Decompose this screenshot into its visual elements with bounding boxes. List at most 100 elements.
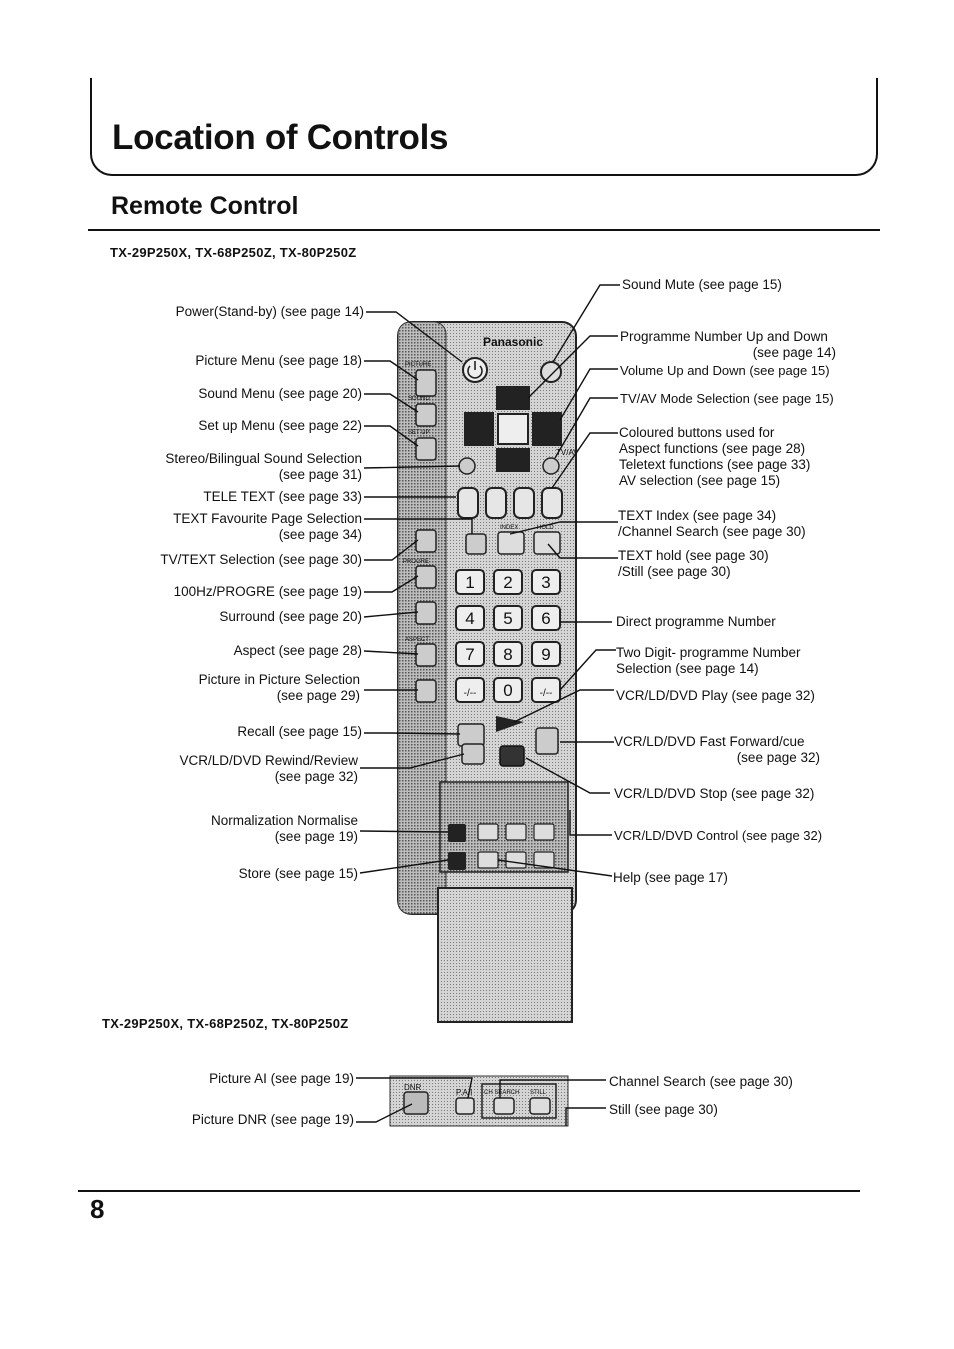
keypad-button: [493, 677, 523, 703]
keypad-digit: 0: [503, 681, 512, 700]
keypad-digit: 4: [465, 609, 474, 628]
label-vcr-play: VCR/LD/DVD Play (see page 32): [616, 688, 815, 703]
label-sound-menu: Sound Menu (see page 20): [198, 386, 362, 401]
keypad-digit: -/--: [540, 688, 553, 699]
label-picture-menu: Picture Menu (see page 18): [195, 353, 362, 368]
aspect-button: [415, 643, 437, 667]
dpad-left: [464, 412, 494, 446]
label-recall: Recall (see page 15): [237, 724, 362, 739]
footer-rule: [78, 1190, 860, 1192]
vcr-control-4: [505, 851, 527, 869]
keypad-digit: 1: [465, 573, 474, 592]
sound-menu-button: [415, 403, 437, 427]
hold-label: HOLD: [537, 525, 554, 531]
section-rule: [88, 229, 880, 231]
dpad-down: [496, 448, 530, 472]
label-teletext: TELE TEXT (see page 33): [203, 489, 362, 504]
picture-menu-label: PICTURE: [405, 362, 431, 368]
keypad-digit: 6: [541, 609, 550, 628]
label-power: Power(Stand-by) (see page 14): [175, 304, 364, 319]
page-number: 8: [90, 1194, 105, 1224]
still-button: [529, 1097, 551, 1115]
label-vcr-fast-forward: VCR/LD/DVD Fast Forward/cue(see page 32): [614, 734, 820, 765]
model-heading-bottom: TX-29P250X, TX-68P250Z, TX-80P250Z: [102, 1016, 349, 1031]
label-picture-in-picture: Picture in Picture Selection(see page 29…: [198, 672, 360, 703]
label-picture-ai: Picture AI (see page 19): [209, 1071, 354, 1086]
normalise-button: [448, 824, 466, 842]
label-rewind-review: VCR/LD/DVD Rewind/Review(see page 32): [179, 753, 358, 784]
sound-menu-label: SOUND: [408, 396, 430, 402]
label-stereo-bilingual: Stereo/Bilingual Sound Selection(see pag…: [165, 451, 362, 482]
vcr-control-5: [533, 851, 555, 869]
keypad-digit: -/--: [464, 688, 477, 699]
label-text-favourite: TEXT Favourite Page Selection(see page 3…: [173, 511, 362, 542]
label-sound-mute: Sound Mute (see page 15): [622, 277, 782, 292]
label-tvav-mode: TV/AV Mode Selection (see page 15): [620, 391, 834, 406]
label-vcr-stop: VCR/LD/DVD Stop (see page 32): [614, 786, 815, 801]
left-leader-lines: [359, 311, 473, 874]
coloured-button-2: [485, 487, 507, 519]
keypad-button: [455, 605, 485, 631]
setup-menu-label: SET UP: [408, 430, 430, 436]
text-fav-button: [465, 533, 487, 555]
play-button: [496, 716, 524, 732]
keypad-button: [531, 641, 561, 667]
coloured-button-1: [457, 487, 479, 519]
label-text-index: TEXT Index (see page 34)/Channel Search …: [618, 508, 806, 539]
dnr-button: [403, 1091, 429, 1115]
label-volume: Volume Up and Down (see page 15): [620, 363, 830, 378]
label-picture-dnr: Picture DNR (see page 19): [191, 1112, 354, 1127]
keypad-button: [531, 605, 561, 631]
vcr-control-1: [477, 823, 499, 841]
keypad-button: [531, 569, 561, 595]
remote-flip-cover: [437, 887, 573, 1023]
keypad-button: [493, 641, 523, 667]
tvav-button: [542, 457, 560, 475]
ch-search-button: [493, 1097, 515, 1115]
section-title: Remote Control: [111, 192, 299, 220]
still-label: STILL: [530, 1090, 547, 1096]
keypad-button: [455, 677, 485, 703]
keypad-button: [493, 569, 523, 595]
dnr-label: DNR: [404, 1083, 422, 1092]
label-100hz-progre: 100Hz/PROGRE (see page 19): [173, 584, 362, 599]
keypad-digit: 8: [503, 645, 512, 664]
store-button: [448, 852, 466, 870]
keypad-digit: 3: [541, 573, 550, 592]
vcr-control-2: [505, 823, 527, 841]
brand-logo: Panasonic: [483, 335, 543, 349]
right-leader-lines: [497, 284, 620, 877]
pai-label: P.A.I: [456, 1088, 472, 1097]
label-store: Store (see page 15): [238, 866, 358, 881]
ch-search-frame: [481, 1083, 557, 1119]
label-setup-menu: Set up Menu (see page 22): [198, 418, 362, 433]
label-direct-programme: Direct programme Number: [616, 614, 776, 629]
label-vcr-control: VCR/LD/DVD Control (see page 32): [614, 828, 823, 843]
label-still: Still (see page 30): [609, 1102, 718, 1117]
progre-label: PROGRE: [403, 559, 429, 565]
ch-search-label: CH SEARCH: [484, 1090, 519, 1096]
setup-menu-button: [415, 437, 437, 461]
label-help: Help (see page 17): [613, 870, 728, 885]
page-title: Location of Controls: [112, 118, 449, 157]
detail-leader-lines: [356, 1077, 606, 1126]
model-heading-top: TX-29P250X, TX-68P250Z, TX-80P250Z: [110, 245, 357, 260]
keypad-button: [455, 641, 485, 667]
surround-button: [415, 601, 437, 625]
dpad-center: [497, 413, 529, 445]
pip-button: [415, 679, 437, 703]
keypad-button: [493, 605, 523, 631]
stop-button: [499, 745, 525, 767]
label-text-hold: TEXT hold (see page 30)/Still (see page …: [618, 548, 769, 579]
ffwd-button: [535, 727, 559, 755]
mute-button: [540, 361, 562, 383]
keypad-button: [455, 569, 485, 595]
dpad-up: [496, 386, 530, 410]
keypad-digit: 5: [503, 609, 512, 628]
title-frame: [90, 78, 878, 176]
label-programme-up-down: Programme Number Up and Down(see page 14…: [620, 329, 836, 360]
label-normalise: Normalization Normalise(see page 19): [210, 813, 358, 844]
